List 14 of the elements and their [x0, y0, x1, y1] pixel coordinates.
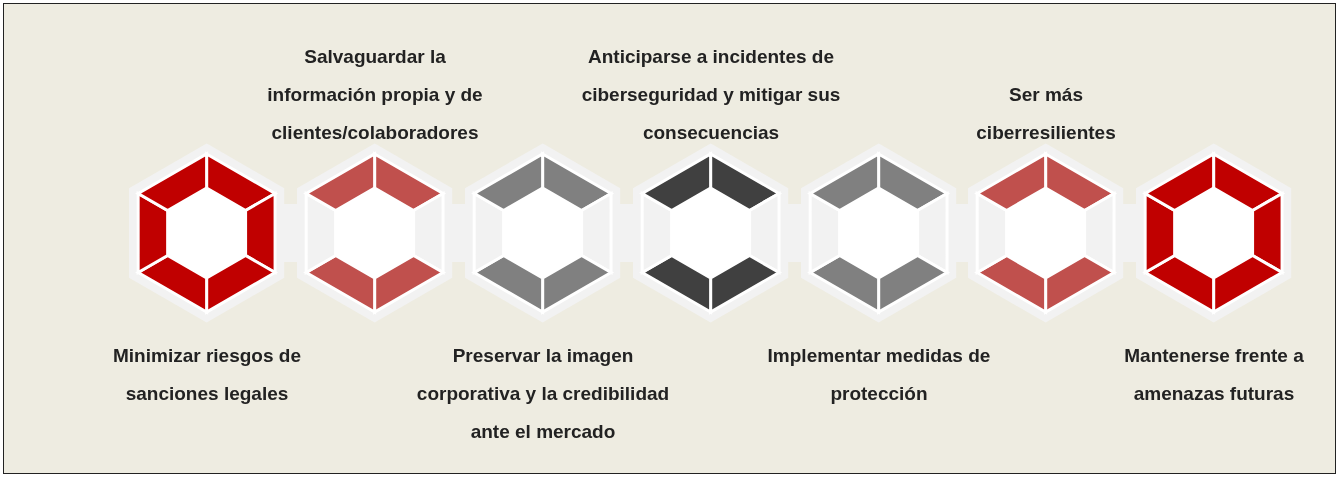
goal-text: Anticiparse a incidentes de ciberseguridad y mitigar sus consecuencias — [580, 45, 842, 145]
hexagon-ring — [967, 143, 1125, 323]
goal-text: Implementar medidas de protección — [766, 344, 992, 406]
hexagon-ring — [632, 143, 790, 323]
goal-text: Salvaguardar la información propia y de clientes/colaboradores — [266, 45, 484, 145]
hexagon-ring — [128, 143, 286, 323]
hexagon-ring — [464, 143, 622, 323]
goal-text: Minimizar riesgos de sanciones legales — [112, 344, 302, 406]
hexagon-ring — [296, 143, 454, 323]
goal-text: Preservar la imagen corporativa y la credibilidad ante el mercado — [415, 344, 671, 444]
hexagon-ring — [1135, 143, 1293, 323]
hexagon-ring — [800, 143, 958, 323]
goal-text: Ser más ciberresilientes — [975, 83, 1117, 145]
goal-text: Mantenerse frente a amenazas futuras — [1123, 344, 1305, 406]
